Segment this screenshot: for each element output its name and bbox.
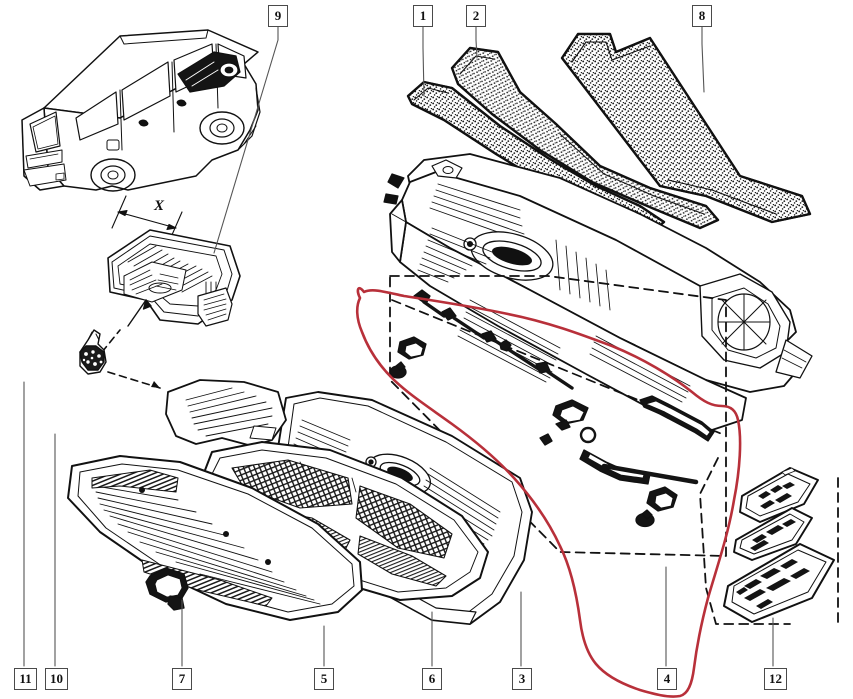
- callout-7[interactable]: 7: [172, 668, 192, 690]
- dashed-group-box: [389, 275, 727, 557]
- red-annotation-loop: [355, 286, 742, 698]
- fastener-bag: [79, 329, 107, 375]
- vehicle-illustration: [21, 29, 261, 192]
- callout-5[interactable]: 5: [314, 668, 334, 690]
- part-7-clip: [145, 567, 189, 611]
- part-3-trim-pad: [165, 379, 287, 447]
- callout-8[interactable]: 8: [692, 5, 712, 27]
- callout-leader-lines: [23, 25, 774, 667]
- hardware-fasteners: [389, 289, 715, 528]
- assembly-dashed-line: [101, 329, 161, 389]
- callout-10[interactable]: 10: [45, 668, 68, 690]
- main-heater-assembly: [383, 153, 813, 431]
- callout-1[interactable]: 1: [413, 5, 433, 27]
- part-12-switch-modules: [723, 467, 835, 623]
- dashed-right-box: [699, 457, 839, 625]
- callout-6[interactable]: 6: [422, 668, 442, 690]
- dimension-x-label: X: [154, 198, 165, 214]
- part-2-foam-seal: [450, 46, 720, 230]
- part-9-console-duct: [107, 195, 241, 327]
- part-8-foam-seal: [560, 32, 812, 224]
- callout-11[interactable]: 11: [14, 668, 37, 690]
- part-7-floor-mat: [67, 455, 363, 621]
- callout-3[interactable]: 3: [512, 668, 532, 690]
- callout-9[interactable]: 9: [268, 5, 288, 27]
- callout-12[interactable]: 12: [764, 668, 787, 690]
- dashed-group-box-lines: [391, 299, 723, 435]
- callout-4[interactable]: 4: [657, 668, 677, 690]
- callout-2[interactable]: 2: [466, 5, 486, 27]
